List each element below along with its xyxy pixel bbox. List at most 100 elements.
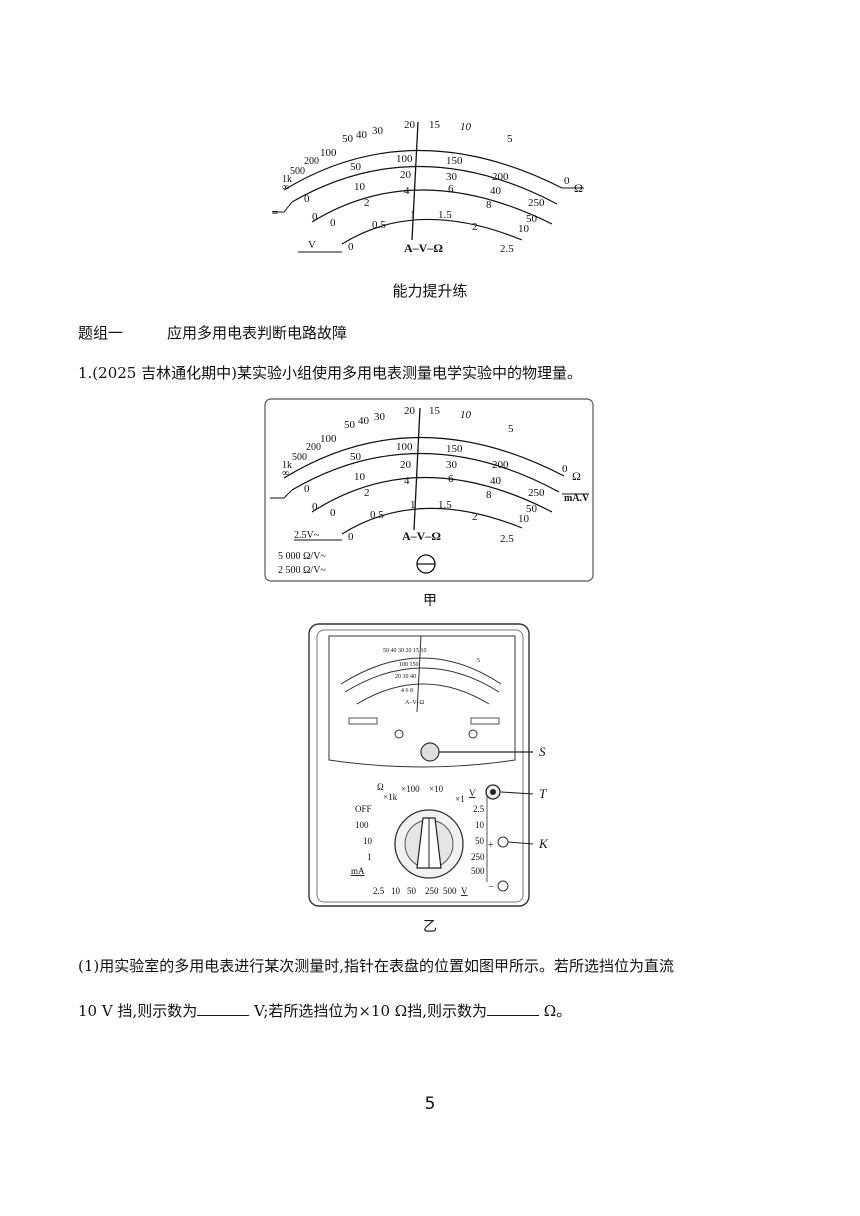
svg-text:100 150: 100 150: [399, 662, 419, 668]
label-T: T: [539, 786, 547, 801]
scale-2-5-label: 0.5: [372, 219, 386, 231]
jia-scale-label: 0.5: [370, 509, 384, 521]
ohm-label: 200: [304, 156, 319, 167]
svg-text:V: V: [469, 788, 476, 798]
meter-scale-figure-top: ∞ 1k 500 200 100 50 40 30 20 15 10 5 0 Ω…: [272, 119, 584, 255]
jia-scale-label: 4: [404, 475, 410, 487]
jia-scale-label: 100: [396, 441, 413, 453]
jia-sensitivity-2500: 2 500 Ω/V~: [278, 565, 326, 576]
text-fragment: V;若所选挡位为×10 Ω挡,则示数为: [249, 1002, 488, 1020]
jia-scale-label: 0: [330, 507, 336, 519]
svg-text:mA: mA: [351, 866, 365, 876]
scale-10-labels: 0 2 4 6 8 10: [330, 183, 530, 235]
scale-250-label: 200: [492, 171, 509, 183]
jia-sensitivity-5000: 5 000 Ω/V~: [278, 551, 326, 562]
jia-scale-label: 50: [526, 503, 538, 515]
svg-text:A–V–Ω: A–V–Ω: [405, 700, 425, 706]
multimeter-figure-yi: 50 40 30 20 15 10 5 100 150 20 30 40 4 6…: [308, 623, 549, 907]
jia-scale-label: 150: [446, 443, 463, 455]
question-1-stem: 1.(2025 吉林通化期中)某实验小组使用多用电表测量电学实验中的物理量。: [78, 364, 582, 382]
scale-10-label: 6: [448, 183, 454, 195]
svg-text:250: 250: [425, 886, 439, 896]
ohm-label: ∞: [282, 182, 289, 193]
svg-text:OFF: OFF: [355, 804, 372, 814]
jia-scale-label: 10: [518, 513, 530, 525]
jia-ohm-label: 30: [374, 411, 386, 423]
jia-ohm-unit: Ω: [572, 469, 581, 483]
svg-text:4 6 8: 4 6 8: [401, 688, 413, 694]
scale-2-5-labels: 0 0.5 1 1.5 2 2.5: [348, 209, 514, 255]
scale-10-label: 2: [364, 197, 370, 209]
answer-blank-voltage[interactable]: [197, 1001, 250, 1016]
meter-dial-figure-jia: ∞ 1k 500 200 100 50 40 30 20 15 10 5 0 Ω…: [264, 398, 594, 582]
ohm-label: 40: [356, 129, 368, 141]
svg-text:×10: ×10: [429, 784, 444, 794]
jia-scale-label: 2: [364, 487, 370, 499]
svg-text:50 40 30 20 15 10: 50 40 30 20 15 10: [383, 648, 427, 654]
text-fragment: Ω。: [539, 1002, 572, 1020]
scale-250-label: 0: [304, 193, 310, 205]
scale-250-label: 50: [350, 161, 362, 173]
jia-scale-label: 2.5: [500, 533, 514, 545]
svg-text:50: 50: [407, 886, 417, 896]
scale-2-5-label: 1: [410, 209, 416, 221]
jia-scale-label: 40: [490, 475, 502, 487]
svg-text:2.5: 2.5: [473, 804, 485, 814]
svg-text:Ω: Ω: [377, 782, 384, 792]
jia-scale-label: 0: [304, 483, 310, 495]
jia-ac-label: 2.5V~: [294, 530, 320, 541]
jia-ohm-label: 1k: [282, 460, 292, 471]
scale-50-label: 0: [312, 211, 318, 223]
ohm-label: 15: [429, 119, 441, 131]
scale-2-5-label: 1.5: [438, 209, 452, 221]
scale-250-label: 250: [528, 197, 545, 209]
section-title: 能力提升练: [392, 282, 468, 300]
svg-text:5: 5: [477, 658, 480, 664]
text-fragment: 10 V 挡,则示数为: [78, 1002, 198, 1020]
svg-text:500: 500: [471, 866, 485, 876]
group-label: 题组一: [78, 324, 124, 342]
jia-ohm-label: 40: [358, 415, 370, 427]
ohm-scale-labels: ∞ 1k 500 200 100 50 40 30 20 15 10 5 0 Ω: [282, 119, 583, 195]
question-group-heading: 题组一 应用多用电表判断电路故障: [78, 322, 347, 343]
scale-50-label: 20: [400, 169, 412, 181]
jia-scale-label: 0: [348, 531, 354, 543]
group-title: 应用多用电表判断电路故障: [167, 324, 348, 342]
scale-50-label: 50: [526, 213, 538, 225]
svg-text:20 30 40: 20 30 40: [395, 674, 416, 680]
svg-text:×1k: ×1k: [383, 792, 398, 802]
jia-scale-label: 1: [410, 499, 416, 511]
ohm-label: 100: [320, 147, 337, 159]
ohm-unit: Ω: [574, 181, 583, 195]
svg-text:50: 50: [475, 836, 485, 846]
svg-text:2.5: 2.5: [373, 886, 385, 896]
question-1-part-1-line-2: 10 V 挡,则示数为 V;若所选挡位为×10 Ω挡,则示数为 Ω。: [78, 1000, 571, 1021]
jia-ohm-label: 50: [344, 419, 356, 431]
jia-scale-label: 0: [312, 501, 318, 513]
jia-ohm-label: ∞: [282, 468, 289, 479]
jia-center-label: A–V–Ω: [402, 529, 441, 543]
page-number: 5: [424, 1094, 436, 1114]
scale-250-label: 100: [396, 153, 413, 165]
jia-ohm-label: 15: [429, 405, 441, 417]
scale-2-5-label: 2: [472, 221, 478, 233]
jia-ohm-label: 5: [508, 423, 514, 435]
ohm-label: 10: [460, 121, 472, 133]
svg-text:10: 10: [391, 886, 401, 896]
figure-caption-yi: 乙: [423, 919, 437, 935]
answer-blank-resistance[interactable]: [487, 1001, 540, 1016]
figure-caption-jia: 甲: [423, 593, 437, 609]
jia-ohm-label: 0: [562, 463, 568, 475]
zero-adjust-screw-icon: [416, 554, 436, 574]
ohm-label: 5: [507, 133, 513, 145]
jia-scale-label: 20: [400, 459, 412, 471]
svg-text:250: 250: [471, 852, 485, 862]
jia-ohm-label: 10: [460, 409, 472, 421]
jia-scale-label: 10: [354, 471, 366, 483]
center-label: A–V–Ω: [404, 241, 443, 255]
jia-ohm-label: 200: [306, 442, 321, 453]
ohm-label: 20: [404, 119, 416, 131]
jia-scale-label: 6: [448, 473, 454, 485]
svg-text:+: +: [488, 840, 494, 851]
scale-250-label: 150: [446, 155, 463, 167]
